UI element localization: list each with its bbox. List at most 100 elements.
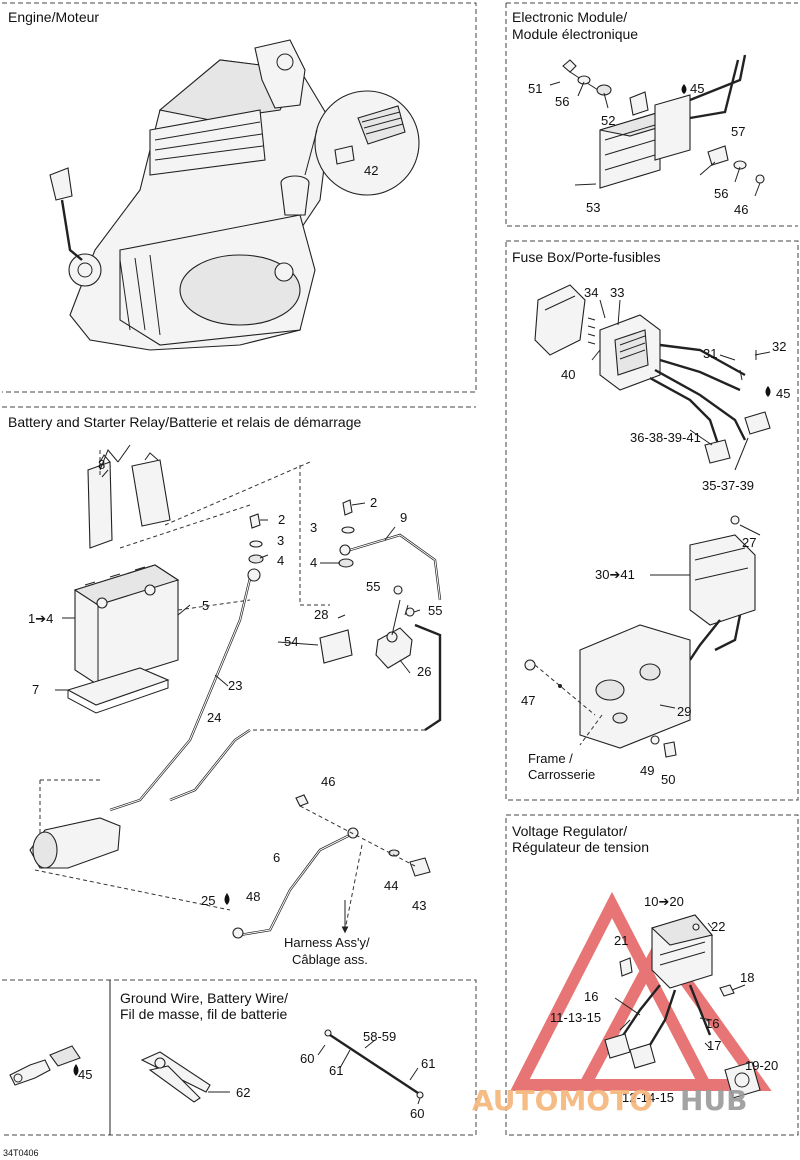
callout-24: 24: [207, 710, 221, 725]
engine-connector-callout: [304, 90, 420, 196]
callout-2b: 2: [370, 495, 377, 510]
callout-44: 44: [384, 878, 398, 893]
callout-16b: 16: [705, 1016, 719, 1031]
callout-52: 52: [601, 113, 615, 128]
callout-10to20: 10➔20: [644, 894, 684, 909]
ground-wire-drawing: [9, 1029, 424, 1105]
callout-7: 7: [32, 682, 39, 697]
fuse-box-title: Fuse Box/Porte-fusibles: [512, 249, 661, 265]
callout-6: 6: [273, 850, 280, 865]
callout-21: 21: [614, 933, 628, 948]
battery-drawing: [29, 444, 442, 939]
callout-46b: 46: [321, 774, 335, 789]
callout-4a: 4: [277, 553, 284, 568]
watermark-logo: [510, 891, 772, 1091]
callout-19group: 19-20: [745, 1058, 778, 1073]
callout-57: 57: [731, 124, 745, 139]
electronic-module-drawing: [549, 54, 765, 197]
ground-wire-section: Ground Wire, Battery Wire/ Fil de masse,…: [9, 990, 435, 1121]
callout-40: 40: [561, 367, 575, 382]
ground-wire-title-line1: Ground Wire, Battery Wire/: [120, 990, 288, 1006]
callout-53: 53: [586, 200, 600, 215]
callout-55b: 55: [428, 603, 442, 618]
callout-42: 42: [364, 163, 378, 178]
callout-61a: 61: [329, 1063, 343, 1078]
callout-61b: 61: [421, 1056, 435, 1071]
callout-5: 5: [202, 598, 209, 613]
callout-18: 18: [740, 970, 754, 985]
callout-43: 43: [412, 898, 426, 913]
electronic-module-title-line2: Module électronique: [512, 26, 638, 42]
callout-47: 47: [521, 693, 535, 708]
callout-48: 48: [246, 889, 260, 904]
frame-label-line1: Frame /: [528, 751, 573, 766]
engine-drawing: [49, 39, 331, 351]
engine-title: Engine/Moteur: [8, 9, 99, 25]
callout-26: 26: [417, 664, 431, 679]
callout-58group: 58-59: [363, 1029, 396, 1044]
drop-icon: [681, 84, 687, 94]
callout-45-ground: 45: [78, 1067, 92, 1082]
frame-label-line2: Carrosserie: [528, 767, 595, 782]
callout-46: 46: [734, 202, 748, 217]
callout-45-fuse: 45: [776, 386, 790, 401]
callout-28: 28: [314, 607, 328, 622]
callout-11group: 11-13-15: [550, 1010, 601, 1025]
callout-30to41: 30➔41: [595, 567, 635, 582]
electronic-module-section: Electronic Module/ Module électronique 5…: [512, 9, 765, 217]
callout-60b: 60: [410, 1106, 424, 1121]
callout-33: 33: [610, 285, 624, 300]
callout-17: 17: [707, 1038, 721, 1053]
drop-icon-fuse: [765, 386, 771, 397]
harness-label-line2: Câblage ass.: [292, 952, 368, 967]
callout-54: 54: [284, 634, 298, 649]
callout-8: 8: [98, 457, 105, 472]
callout-34: 34: [584, 285, 598, 300]
fuse-box-section: Fuse Box/Porte-fusibles: [512, 249, 790, 787]
harness-label-line1: Harness Ass'y/: [284, 935, 370, 950]
engine-section: Engine/Moteur 42: [8, 9, 420, 351]
callout-56: 56: [555, 94, 569, 109]
voltage-regulator-title-line2: Régulateur de tension: [512, 839, 649, 855]
callout-31: 31: [703, 346, 717, 361]
battery-section: Battery and Starter Relay/Batterie et re…: [8, 414, 442, 967]
voltage-regulator-section: Voltage Regulator/ Régulateur de tension…: [472, 823, 778, 1117]
callout-35group: 35-37-39: [702, 478, 754, 493]
watermark-text-b: HUB: [680, 1084, 748, 1117]
callout-29: 29: [677, 704, 691, 719]
callout-16a: 16: [584, 989, 598, 1004]
callout-12group: 12-14-15: [622, 1090, 674, 1105]
callout-4b: 4: [310, 555, 317, 570]
callout-1to4: 1➔4: [28, 611, 53, 626]
callout-27: 27: [742, 535, 756, 550]
figure-code: 34T0406: [3, 1148, 39, 1158]
callout-25: 25: [201, 893, 215, 908]
ground-wire-title-line2: Fil de masse, fil de batterie: [120, 1006, 288, 1022]
callout-36group: 36-38-39-41: [630, 430, 701, 445]
callout-22: 22: [711, 919, 725, 934]
fuse-box-drawing: [524, 284, 771, 758]
callout-51: 51: [528, 81, 542, 96]
callout-60a: 60: [300, 1051, 314, 1066]
callout-45: 45: [690, 81, 704, 96]
callout-56b: 56: [714, 186, 728, 201]
callout-23: 23: [228, 678, 242, 693]
battery-title: Battery and Starter Relay/Batterie et re…: [8, 414, 362, 430]
callout-32: 32: [772, 339, 786, 354]
electronic-module-title-line1: Electronic Module/: [512, 9, 627, 25]
callout-50: 50: [661, 772, 675, 787]
callout-62: 62: [236, 1085, 250, 1100]
voltage-regulator-title-line1: Voltage Regulator/: [512, 823, 627, 839]
callout-55a: 55: [366, 579, 380, 594]
callout-3a: 3: [277, 533, 284, 548]
voltage-regulator-drawing: [604, 914, 761, 1099]
watermark-text-a: AUTOMOTO: [472, 1084, 653, 1117]
callout-3b: 3: [310, 520, 317, 535]
callout-2a: 2: [278, 512, 285, 527]
callout-49: 49: [640, 763, 654, 778]
section-frames: [2, 2, 799, 1136]
callout-9: 9: [400, 510, 407, 525]
drop-icon-25: [224, 893, 230, 905]
drop-icon-ground: [73, 1064, 79, 1076]
